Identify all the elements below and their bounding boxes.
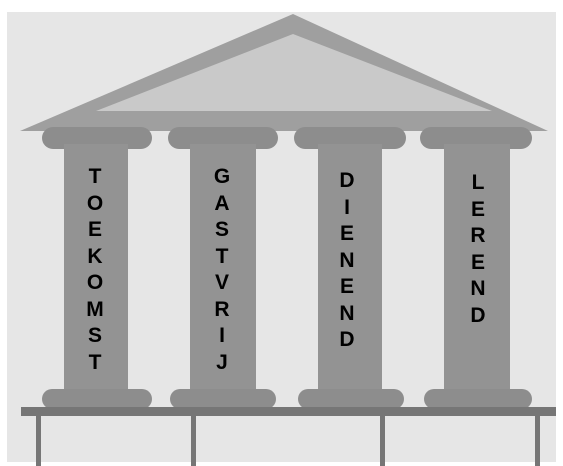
pillar-letter: L (458, 170, 498, 197)
platform-leg-2 (191, 416, 196, 466)
pillar-letter: M (75, 297, 115, 324)
pillar-letter: I (202, 323, 242, 350)
pillar-letter: O (75, 191, 115, 218)
platform-leg-3 (380, 416, 385, 466)
pillar-letter: K (75, 244, 115, 271)
pillar-letter: N (327, 301, 367, 328)
pillar-letter: S (202, 217, 242, 244)
pillar-letter: V (202, 270, 242, 297)
pillar-letter: R (202, 297, 242, 324)
pillar-letter: D (327, 327, 367, 354)
pillar-letter: N (458, 276, 498, 303)
pillar-letter: S (75, 323, 115, 350)
pillar-letter: T (75, 350, 115, 377)
pillar-2-base (170, 389, 276, 409)
pillar-letter: J (202, 350, 242, 377)
pillar-letter: O (75, 270, 115, 297)
pillar-letter: I (327, 195, 367, 222)
pillar-4-base (424, 389, 532, 409)
platform (21, 407, 556, 416)
pillar-letter: E (458, 197, 498, 224)
pillar-letter: E (327, 221, 367, 248)
pillar-letter: E (327, 274, 367, 301)
pillar-1-base (42, 389, 152, 409)
pillar-letter: D (327, 168, 367, 195)
pillar-letter: N (327, 248, 367, 275)
pillar-letter: E (75, 217, 115, 244)
pillar-letter: G (202, 164, 242, 191)
platform-leg-1 (36, 416, 41, 466)
pillar-letter: T (75, 164, 115, 191)
pillar-letter: D (458, 303, 498, 330)
pillar-3-base (298, 389, 404, 409)
pillar-letter: R (458, 223, 498, 250)
pillar-letter: T (202, 244, 242, 271)
pillar-letter: E (458, 250, 498, 277)
platform-leg-4 (535, 416, 540, 466)
pillar-letter: A (202, 191, 242, 218)
